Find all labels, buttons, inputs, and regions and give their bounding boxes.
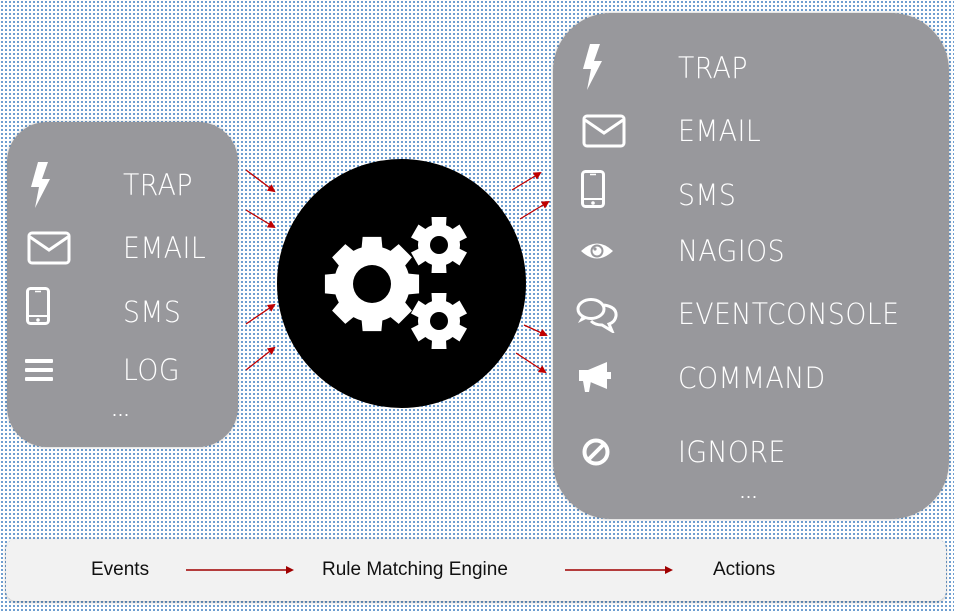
mobile-phone-icon — [15, 283, 61, 329]
list-lines-icon — [16, 347, 62, 393]
chat-bubbles-icon — [575, 292, 621, 338]
gears-icon — [324, 216, 468, 350]
mobile-phone-icon — [570, 166, 616, 212]
legend-arrow-1 — [186, 566, 294, 574]
event-label: TRAP — [123, 168, 193, 202]
eye-icon — [574, 228, 620, 274]
event-label: EMAIL — [123, 231, 207, 265]
input-arrow — [245, 169, 276, 193]
megaphone-icon — [574, 354, 620, 400]
action-label: COMMAND — [678, 361, 826, 395]
gear-hole — [430, 236, 448, 254]
lightning-icon — [569, 44, 615, 90]
more-events-ellipsis: ... — [112, 400, 131, 420]
legend-actions: Actions — [713, 559, 776, 580]
action-label: EMAIL — [678, 114, 762, 148]
output-arrow — [523, 324, 548, 337]
event-label: LOG — [123, 353, 180, 387]
more-actions-ellipsis: ... — [740, 482, 759, 502]
events-panel: TRAP EMAIL SMS LOG ... — [7, 122, 238, 447]
action-label: NAGIOS — [678, 234, 785, 268]
input-arrow — [245, 303, 276, 325]
legend-arrow-2 — [565, 566, 673, 574]
legend-engine: Rule Matching Engine — [322, 559, 508, 580]
gear-hole — [353, 265, 391, 303]
legend-events: Events — [91, 559, 150, 580]
action-label: TRAP — [678, 51, 748, 85]
legend-bar: Events Rule Matching Engine Actions — [6, 539, 946, 601]
envelope-icon — [581, 108, 627, 154]
envelope-icon — [26, 225, 72, 271]
input-arrow — [245, 209, 276, 229]
action-label: IGNORE — [678, 435, 786, 469]
action-label: SMS — [678, 178, 737, 212]
action-label: EVENTCONSOLE — [678, 297, 900, 331]
lightning-icon — [17, 162, 63, 208]
rule-engine-circle — [277, 159, 526, 408]
event-label: SMS — [123, 295, 182, 329]
ban-icon — [573, 429, 619, 475]
input-arrow — [245, 346, 276, 371]
actions-panel: TRAP EMAIL SMS NAGIOS EVENTCONSOLE COMMA… — [553, 13, 949, 519]
gear-hole — [430, 312, 448, 330]
